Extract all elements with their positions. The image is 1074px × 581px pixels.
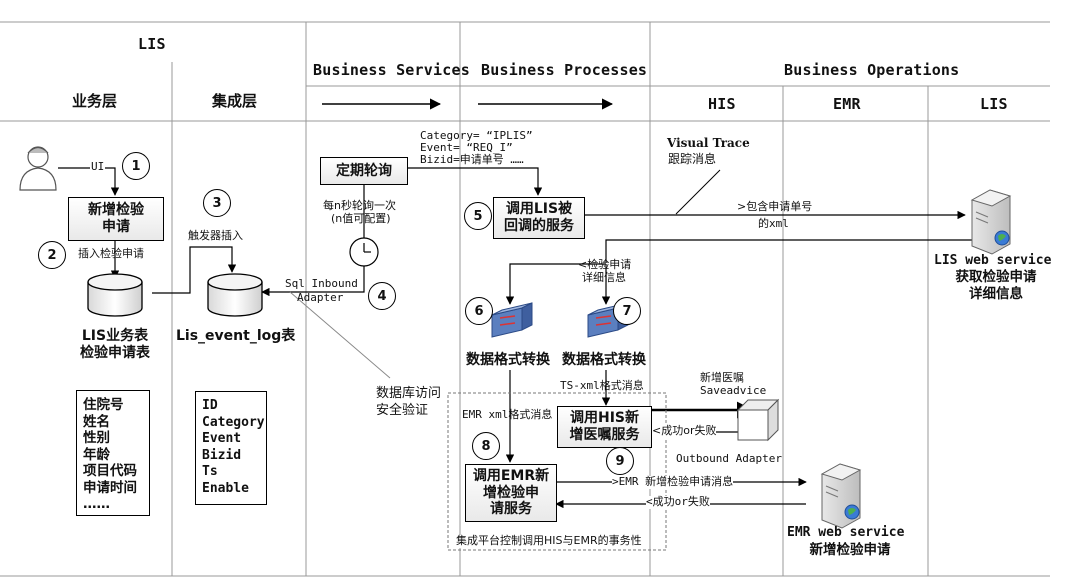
event-log-cylinder-icon [207,273,263,317]
lis-db-label-2: 检验申请表 [80,345,150,361]
lis-db-cylinder-icon [87,273,143,317]
trigger-insert-label: 触发器插入 [188,229,243,242]
column-his: HIS [708,95,736,113]
column-lis-operation: LIS [980,95,1008,113]
column-business-services: Business Services [313,61,470,79]
user-icon [19,146,57,191]
format-convert-label-b: 数据格式转换 [562,352,646,368]
step-2-badge: 2 [38,241,66,269]
category-label: Category= “IPLIS” [420,129,533,142]
emr-new-request-msg-label: >EMR 新增检验申请消息 [612,475,734,489]
visual-trace-pointer [675,169,721,215]
column-emr: EMR [833,95,861,113]
call-emr-text-2: 增检验申 [483,484,539,501]
step-6-badge: 6 [465,297,493,325]
column-business-processes: Business Processes [481,61,648,79]
clock-icon [349,236,379,267]
event-log-db-label: Lis_event_log表 [176,328,296,344]
call-lis-service-box: 调用LIS被回调的服务 [493,197,585,239]
step-4-badge: 4 [368,282,396,310]
poll-interval-label-2: (n值可配置) [331,212,391,225]
sql-inbound-label-2: Adapter [297,291,344,304]
new-request-box: 新增检验申请 [68,197,164,241]
db-access-label-2: 安全验证 [376,403,429,418]
lis-ws-label-1: LIS web service [934,253,1052,268]
transaction-label: 集成平台控制调用HIS与EMR的事务性 [456,534,642,548]
contains-request-label-1: >包含申请单号 [737,200,813,213]
emr-ws-label-2: 新增检验申请 [809,542,891,558]
polling-text: 定期轮询 [336,162,392,179]
emr-server-icon [820,463,862,529]
event-fields-list: ID Category Event Bizid Ts Enable [195,391,267,505]
column-integration-layer: 集成层 [212,92,258,110]
ts-xml-label: TS-xml格式消息 [560,379,644,392]
lis-ws-label-2: 获取检验申请 [955,269,1037,285]
lis-db-label-1: LIS业务表 [81,328,149,344]
db-access-label-1: 数据库访问 [376,386,442,401]
call-emr-text-3: 请服务 [490,501,532,518]
outbound-adapter-label: Outbound Adapter [676,452,782,465]
sql-inbound-label-1: Sql Inbound [285,277,358,290]
step-5-badge: 5 [464,202,492,230]
polling-box: 定期轮询 [320,157,408,185]
saveadvice-cube-icon [736,398,780,442]
call-emr-text-1: 调用EMR新 [472,467,550,484]
ui-label: UI [90,160,106,174]
step-8-badge: 8 [472,432,500,460]
db-access-pointer [289,291,391,379]
call-lis-text-1: 调用LIS被 [505,201,573,218]
emr-ws-label-1: EMR web service [787,525,905,540]
format-convert-label-a: 数据格式转换 [466,352,550,368]
call-his-text-1: 调用HIS新 [569,410,639,427]
lis-ws-label-3: 详细信息 [969,286,1023,302]
visual-trace-label-2: 跟踪消息 [668,152,717,166]
insert-request-label: 插入检验申请 [78,247,144,260]
step-9-badge: 9 [606,447,634,475]
poll-interval-label-1: 每n秒轮询一次 [323,199,396,212]
event-label: Event= “REQ_I” [420,141,513,154]
his-success-fail-label: <成功or失败 [652,424,717,438]
patient-fields-list: 住院号 姓名 性别 年龄 项目代码 申请时间 …… [76,390,150,516]
step-1-badge: 1 [122,152,150,180]
bizid-label: Bizid=申请单号 …… [420,153,524,166]
format-converter-icon-a [491,302,533,338]
call-his-text-2: 增医嘱服务 [569,427,640,443]
column-business-operations: Business Operations [784,61,960,79]
request-detail-label-2: 详细信息 [582,271,626,284]
request-detail-label-1: <检验申请 [578,258,632,271]
column-lis: LIS [138,35,166,53]
step-7-badge: 7 [613,297,641,325]
step-3-badge: 3 [203,189,231,217]
call-his-service-box: 调用HIS新增医嘱服务 [557,406,652,448]
transaction-boundary [447,392,667,551]
call-emr-service-box: 调用EMR新增检验申请服务 [465,464,557,522]
new-request-text-2: 申请 [102,219,130,235]
emr-success-fail-label: <成功or失败 [646,495,710,509]
contains-request-label-2: 的xml [758,217,789,230]
new-order-label-2: Saveadvice [700,384,767,397]
emr-xml-label: EMR xml格式消息 [462,408,553,421]
new-request-text-1: 新增检验 [88,202,144,219]
header-frame [0,21,1050,577]
lis-server-icon [970,189,1012,255]
call-lis-text-2: 回调的服务 [504,218,574,234]
visual-trace-label-1: Visual Trace [667,136,750,150]
column-business-layer: 业务层 [72,92,118,110]
new-order-label-1: 新增医嘱 [700,371,744,384]
